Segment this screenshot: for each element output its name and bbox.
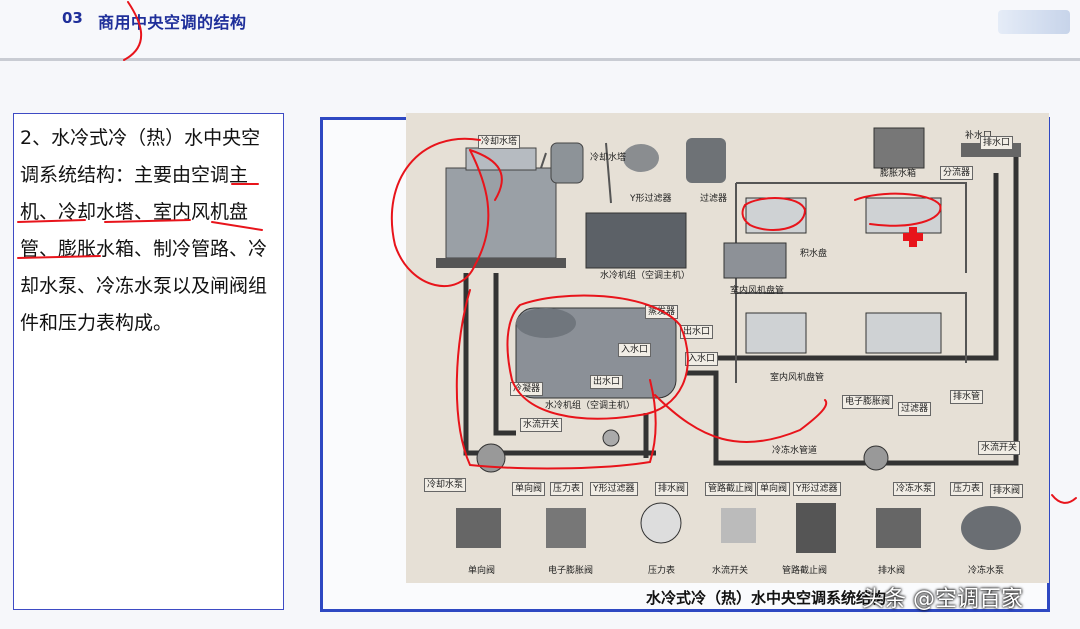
fcu-pipe-1	[736, 182, 967, 273]
label-chiller-caption: 水冷机组（空调主机）	[600, 271, 691, 281]
label-chilled-pump: 冷冻水泵	[893, 482, 936, 496]
label-chiller-body: 水冷机组（空调主机）	[545, 401, 636, 411]
chilled-pump-icon	[863, 445, 889, 471]
header-divider	[0, 58, 1080, 61]
label-indoor-fcu-bottom: 室内风机盘管	[770, 373, 825, 383]
cooling-pump-icon	[476, 443, 506, 473]
label-cold-water-pipe: 冷冻水管道	[772, 446, 818, 456]
fcu-ducted	[723, 242, 787, 279]
fcu-unit	[865, 197, 942, 234]
label-inlet: 入水口	[618, 343, 652, 357]
label-drain-valve2: 排水阀	[990, 484, 1024, 498]
label-flow-switch: 水流开关	[520, 418, 563, 432]
fcu-unit	[865, 312, 942, 354]
component-label: 水流开关	[712, 566, 749, 576]
system-diagram	[436, 127, 1021, 553]
fcu-pipe-2	[736, 292, 967, 363]
label-y-filter: Y形过滤器	[630, 194, 672, 204]
label-cooling-pump: 冷却水泵	[424, 478, 467, 492]
label-y-filter3: Y形过滤器	[793, 482, 841, 496]
label-inlet2: 入水口	[685, 352, 719, 366]
label-pipe-stop-valve: 管路截止阀	[705, 482, 757, 496]
pressure-gauge-icon	[640, 502, 682, 544]
gauge-icon	[602, 429, 620, 447]
chilled-return-pipe	[686, 153, 1019, 466]
label-drain-pipe: 排水管	[950, 390, 984, 404]
label-supply-port: 补水口	[965, 131, 993, 141]
annotation-mark	[1051, 494, 1077, 504]
cooling-pipe-inner	[493, 273, 516, 436]
label-indoor-fcu-top: 室内风机盘管	[730, 286, 785, 296]
figure-caption: 水冷式冷（热）水中央空调系统结构	[646, 589, 887, 607]
label-drain-pan: 积水盘	[800, 249, 828, 259]
pump-icon	[961, 506, 1021, 550]
fcu-unit	[745, 312, 807, 354]
text-panel: 2、水冷式冷（热）水中央空调系统结构：主要由空调主机、冷却水塔、室内风机盘管、膨…	[13, 113, 284, 610]
label-expansion-tank: 膨胀水箱	[880, 169, 917, 179]
cooling-tower	[445, 167, 557, 259]
leader-1	[605, 142, 612, 204]
chiller-photo	[585, 212, 687, 269]
y-filter-icon	[623, 144, 659, 172]
label-e-exp-valve: 电子膨胀阀	[842, 395, 894, 409]
watermark: 头条 @空调百家	[862, 587, 1023, 612]
system-diagram-photo	[406, 113, 1049, 583]
component-label: 单向阀	[468, 566, 496, 576]
drain-valve-icon	[876, 508, 921, 548]
label-cooling-tower: 冷却水塔	[478, 135, 521, 149]
small-tower	[550, 142, 584, 184]
fcu-unit	[745, 197, 807, 234]
label-condenser: 冷凝器	[510, 382, 544, 396]
label-outlet: 出水口	[680, 325, 714, 339]
label-check-valve: 单向阀	[512, 482, 546, 496]
paragraph-text: 2、水冷式冷（热）水中央空调系统结构：主要由空调主机、冷却水塔、室内风机盘管、膨…	[20, 127, 268, 334]
component-label: 压力表	[648, 566, 676, 576]
slide-number: 03	[62, 9, 83, 27]
label-y-filter2: Y形过滤器	[590, 482, 638, 496]
label-drain-valve: 排水阀	[655, 482, 689, 496]
label-pressure-gauge: 压力表	[550, 482, 584, 496]
component-label: 排水阀	[878, 566, 906, 576]
slide-header	[0, 0, 1080, 58]
slide-title: 商用中央空调的结构	[98, 13, 247, 32]
corner-logo	[998, 10, 1070, 34]
label-cooling-tower-small: 冷却水塔	[590, 153, 627, 163]
label-filter2: 过滤器	[898, 402, 932, 416]
check-valve-icon	[456, 508, 501, 548]
component-label: 冷冻水泵	[968, 566, 1005, 576]
label-filter: 过滤器	[700, 194, 728, 204]
label-distributor: 分流器	[940, 166, 974, 180]
filter-icon	[686, 138, 726, 183]
component-label: 电子膨胀阀	[548, 566, 594, 576]
stop-valve-icon	[796, 503, 836, 553]
expansion-tank	[873, 127, 925, 169]
label-drain-port: 排水口	[980, 136, 1014, 150]
label-water-replenish-valve: 水流开关	[978, 441, 1021, 455]
exp-valve-icon	[546, 508, 586, 548]
chilled-supply-pipe	[706, 173, 999, 361]
label-outlet2: 出水口	[590, 375, 624, 389]
flow-switch-icon	[721, 508, 756, 543]
label-check-valve2: 单向阀	[757, 482, 791, 496]
label-pressure-gauge2: 压力表	[950, 482, 984, 496]
label-evaporator: 蒸发器	[645, 305, 679, 319]
component-label: 管路截止阀	[782, 566, 828, 576]
